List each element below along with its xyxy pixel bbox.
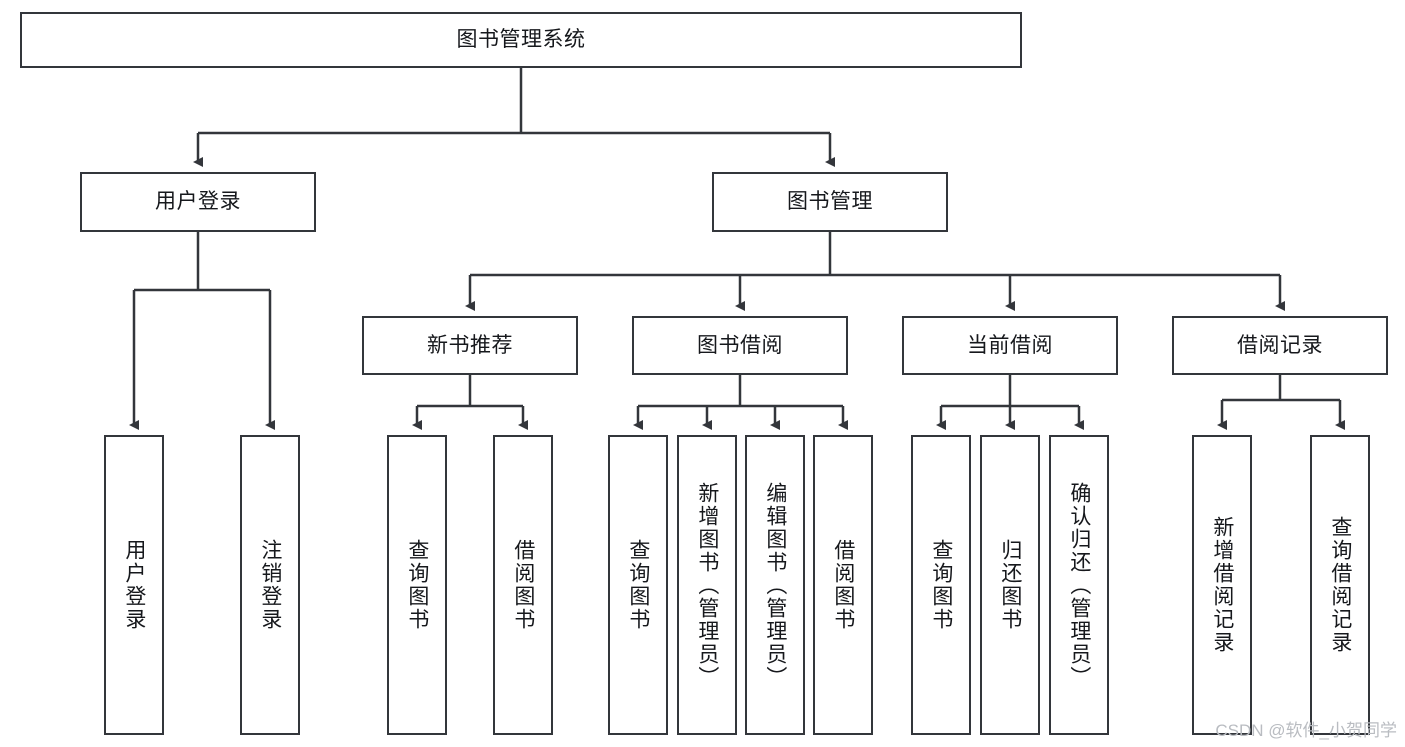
node-leaf-borrow-book[interactable]: 借阅图书 [813, 435, 873, 735]
node-leaf-return-book[interactable]: 归还图书 [980, 435, 1040, 735]
node-label: 新增图书（管理员） [695, 481, 719, 689]
node-leaf-query-book-recommend[interactable]: 查询图书 [387, 435, 447, 735]
node-book-borrow[interactable]: 图书借阅 [632, 316, 848, 375]
node-label: 借阅记录 [1237, 333, 1323, 357]
node-label: 查询图书 [405, 539, 429, 631]
node-label: 图书管理系统 [456, 28, 586, 52]
node-borrow-record[interactable]: 借阅记录 [1172, 316, 1388, 375]
node-book-management[interactable]: 图书管理 [712, 172, 948, 232]
node-leaf-query-borrow-record[interactable]: 查询借阅记录 [1310, 435, 1370, 735]
node-label: 借阅图书 [831, 539, 855, 631]
node-label: 归还图书 [998, 539, 1022, 631]
node-label: 注销登录 [258, 539, 282, 631]
node-leaf-query-book-borrow[interactable]: 查询图书 [608, 435, 668, 735]
node-root-system[interactable]: 图书管理系统 [20, 12, 1022, 68]
node-new-book-recommend[interactable]: 新书推荐 [362, 316, 578, 375]
node-leaf-borrow-book-recommend[interactable]: 借阅图书 [493, 435, 553, 735]
node-label: 查询图书 [929, 539, 953, 631]
node-label: 图书管理 [787, 190, 873, 214]
node-leaf-edit-book-admin[interactable]: 编辑图书（管理员） [745, 435, 805, 735]
node-leaf-user-login[interactable]: 用户登录 [104, 435, 164, 735]
node-label: 确认归还（管理员） [1067, 481, 1091, 689]
node-leaf-add-book-admin[interactable]: 新增图书（管理员） [677, 435, 737, 735]
node-label: 用户登录 [155, 190, 241, 214]
node-label: 借阅图书 [511, 539, 535, 631]
node-leaf-logout[interactable]: 注销登录 [240, 435, 300, 735]
node-leaf-confirm-return-admin[interactable]: 确认归还（管理员） [1049, 435, 1109, 735]
node-label: 当前借阅 [967, 333, 1053, 357]
node-label: 编辑图书（管理员） [763, 481, 787, 689]
node-current-borrow[interactable]: 当前借阅 [902, 316, 1118, 375]
node-label: 查询借阅记录 [1328, 516, 1352, 654]
node-leaf-add-borrow-record[interactable]: 新增借阅记录 [1192, 435, 1252, 735]
node-leaf-query-book-current[interactable]: 查询图书 [911, 435, 971, 735]
node-label: 图书借阅 [697, 333, 783, 357]
node-label: 用户登录 [122, 539, 146, 631]
node-user-login[interactable]: 用户登录 [80, 172, 316, 232]
node-label: 新书推荐 [427, 333, 513, 357]
node-label: 查询图书 [626, 539, 650, 631]
node-label: 新增借阅记录 [1210, 516, 1234, 654]
watermark-text: CSDN @软件_小贺同学 [1215, 721, 1397, 740]
